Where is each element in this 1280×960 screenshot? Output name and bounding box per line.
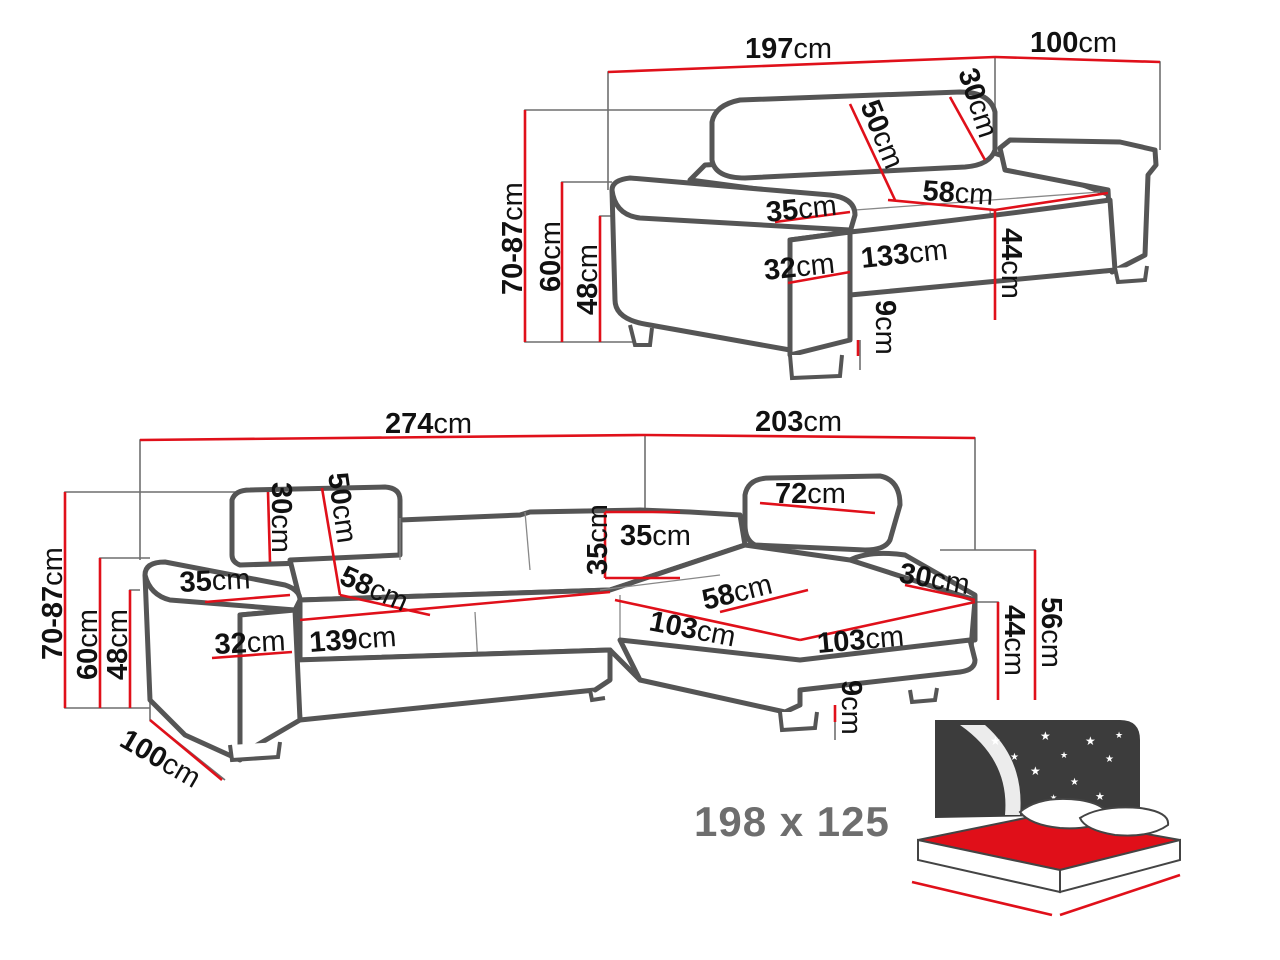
corner-leg-height-label: 9cm <box>835 680 867 735</box>
corner-width-label: 274cm <box>385 408 472 440</box>
bed-size-label: 198 x 125 <box>694 798 890 845</box>
corner-chaise-arm-height-label: 30cm <box>897 557 972 601</box>
sofa-drawing <box>523 55 1161 381</box>
corner-seat-height-label: 44cm <box>998 605 1030 676</box>
corner-cushion-height-label: 35cm <box>582 504 614 575</box>
corner-chaise-front-label: 103cm <box>816 621 906 660</box>
svg-text:★: ★ <box>1070 777 1079 788</box>
corner-armrest-side-label: 32cm <box>214 625 287 661</box>
sofa-height-label: 70-87cm <box>497 182 529 295</box>
corner-headrest-width-label: 72cm <box>775 478 846 510</box>
sofa-leg-height-label: 9cm <box>869 300 901 355</box>
corner-height-label: 70-87cm <box>37 547 69 660</box>
corner-seat-width-label: 139cm <box>308 621 397 659</box>
svg-text:★: ★ <box>1030 764 1041 778</box>
svg-text:★: ★ <box>1085 734 1096 748</box>
sofa-seat-depth-label: 58cm <box>922 175 995 212</box>
svg-text:★: ★ <box>1105 754 1114 765</box>
corner-back-height-label: 60cm <box>72 609 104 680</box>
sofa-back-height-label: 60cm <box>535 221 567 292</box>
bed-icon: ★ ★ ★ ★ ★ ★ ★ ★ ★ ★ ★ <box>911 720 1181 917</box>
sofa-armrest-side-label: 32cm <box>762 248 836 287</box>
sofa-armrest-height-label: 48cm <box>572 244 604 315</box>
corner-headrest-depth-label: 50cm <box>321 471 363 546</box>
corner-armrest-width-label: 35cm <box>179 563 252 599</box>
corner-sofa-drawing <box>63 433 1037 781</box>
sofa-seat-height-label: 44cm <box>995 228 1027 299</box>
svg-text:★: ★ <box>1115 730 1123 740</box>
sofa-seat-width-label: 133cm <box>859 234 949 275</box>
sofa-armrest-width-label: 35cm <box>764 190 838 229</box>
sofa-depth-label: 100cm <box>1030 27 1117 59</box>
svg-text:★: ★ <box>990 734 1001 748</box>
svg-text:★: ★ <box>1040 729 1051 743</box>
svg-text:★: ★ <box>1095 791 1105 803</box>
corner-chaise-height-label: 56cm <box>1035 597 1067 668</box>
corner-headrest-height-label: 30cm <box>265 482 297 553</box>
svg-text:★: ★ <box>1050 793 1057 802</box>
svg-text:★: ★ <box>1060 750 1068 760</box>
corner-cushion-width-label: 35cm <box>620 520 691 552</box>
sofa-width-label: 197cm <box>745 33 832 65</box>
corner-armrest-height-label: 48cm <box>102 609 134 680</box>
corner-chaise-width-label: 203cm <box>755 406 842 438</box>
svg-text:★: ★ <box>1010 752 1019 763</box>
